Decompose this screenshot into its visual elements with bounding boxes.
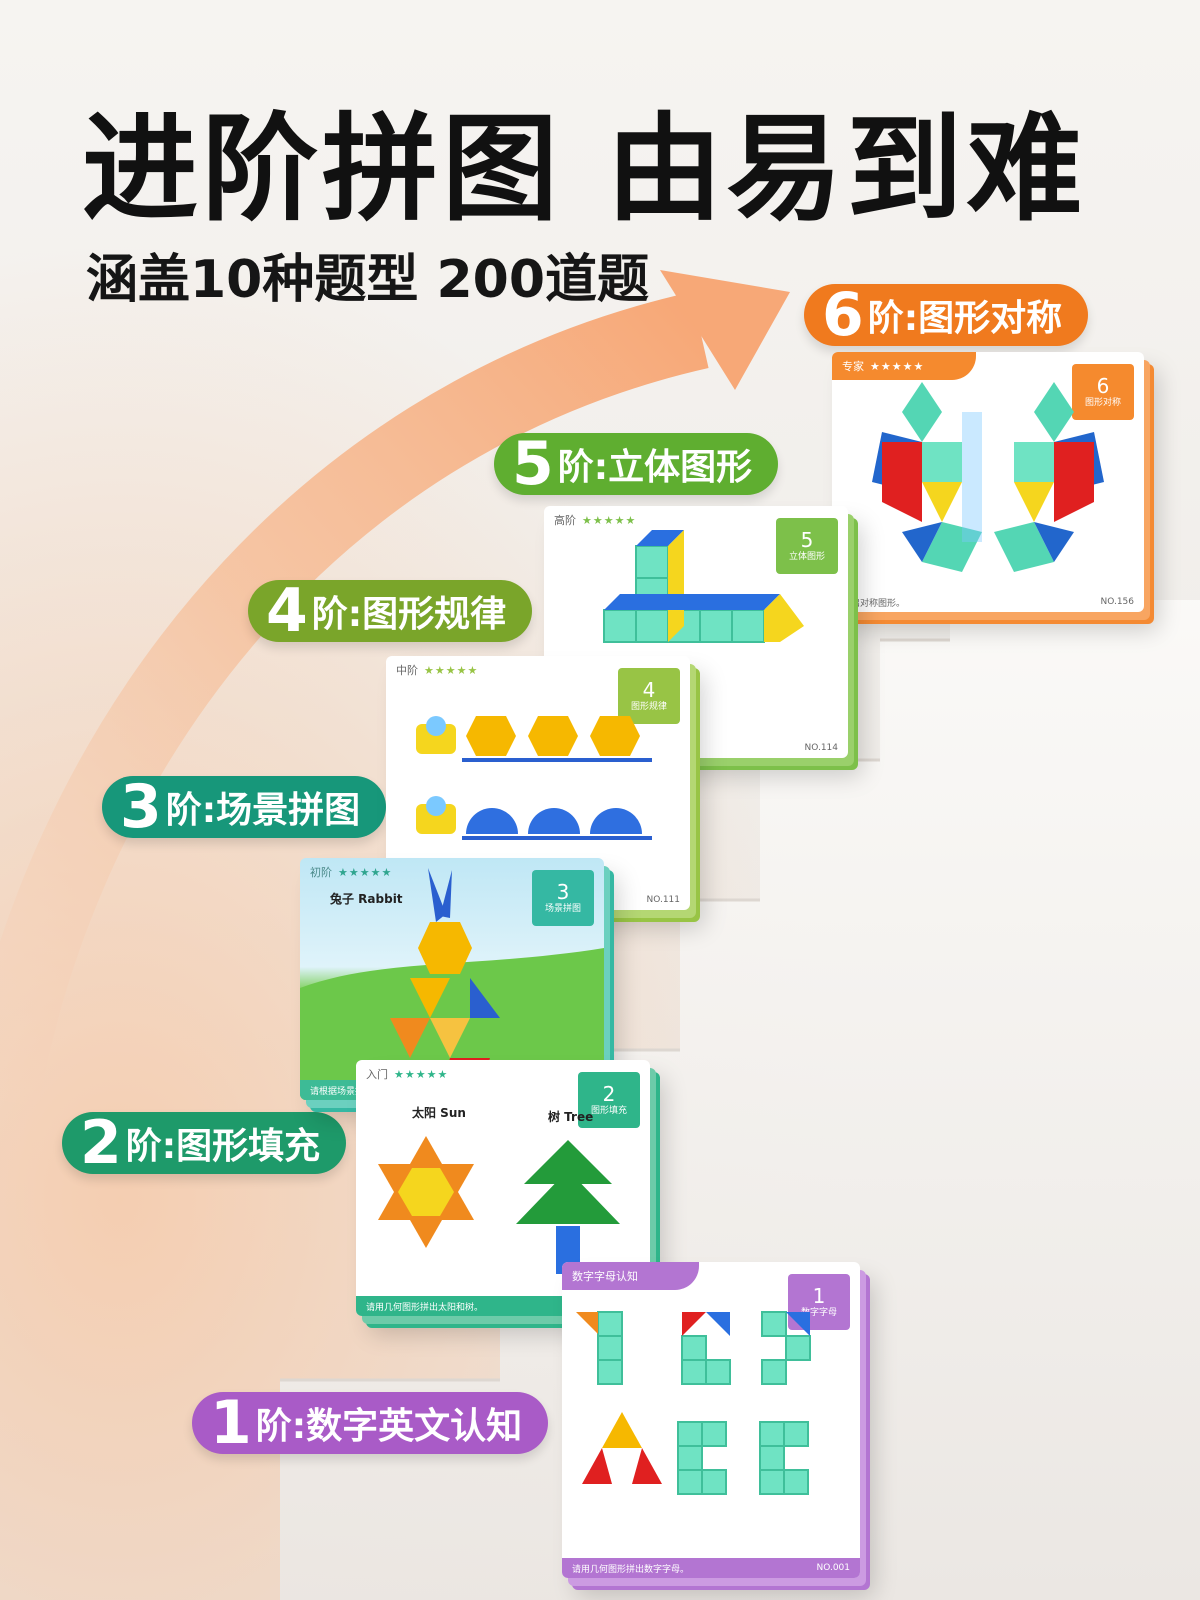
sun-caption: 太阳 Sun [412,1106,466,1120]
card-4-footer: NO.111 [646,895,681,905]
card-3-band: 初阶★★★★★ [310,865,393,880]
tree-caption: 树 Tree [548,1110,594,1124]
rabbit-caption: 兔子 Rabbit [330,892,403,906]
level-6-text: 阶:图形对称 [867,298,1063,339]
symmetry-puzzle-art [872,382,1104,572]
page-subheadline: 涵盖10种题型 200道题 [86,250,650,310]
level-1-label: 1 阶:数字英文认知 [192,1388,549,1458]
level-5-text: 阶:立体图形 [557,447,753,488]
level-4-text: 阶:图形规律 [311,594,507,635]
level-2-text: 阶:图形填充 [125,1126,321,1167]
level-6-label: 6 阶:图形对称 [804,280,1089,350]
level-3-number: 3 [120,772,162,842]
numbers-letters-art [576,1311,811,1495]
card-1-footer: 请用几何图形拼出数字字母。NO.001 [562,1558,860,1578]
level-1-number: 1 [210,1388,252,1458]
card-4-band: 中阶★★★★★ [396,663,479,678]
level-3-label: 3 阶:场景拼图 [102,772,387,842]
pattern-train-art [416,716,652,840]
card-5-band: 高阶★★★★★ [554,513,637,528]
card-6-band: 专家★★★★★ [832,352,976,380]
level-3-text: 阶:场景拼图 [165,790,361,831]
level-6-number: 6 [822,280,864,350]
3d-shapes-puzzle-art [603,530,804,643]
level-5-label: 5 阶:立体图形 [494,429,779,499]
level-2-label: 2 阶:图形填充 [62,1108,347,1178]
card-2-band: 入门★★★★★ [366,1067,449,1082]
level-5-number: 5 [512,429,554,499]
card-1-band: 数字字母认知 [562,1262,700,1290]
level-2-number: 2 [80,1108,122,1178]
level-1-text: 阶:数字英文认知 [255,1406,523,1447]
card-5-footer: NO.114 [804,743,839,753]
level-4-label: 4 阶:图形规律 [248,576,533,646]
level-4-number: 4 [266,576,308,646]
page-headline: 进阶拼图 由易到难 [82,102,1087,237]
card-6-footer: 摆出对称图形。NO.156 [842,597,1134,609]
